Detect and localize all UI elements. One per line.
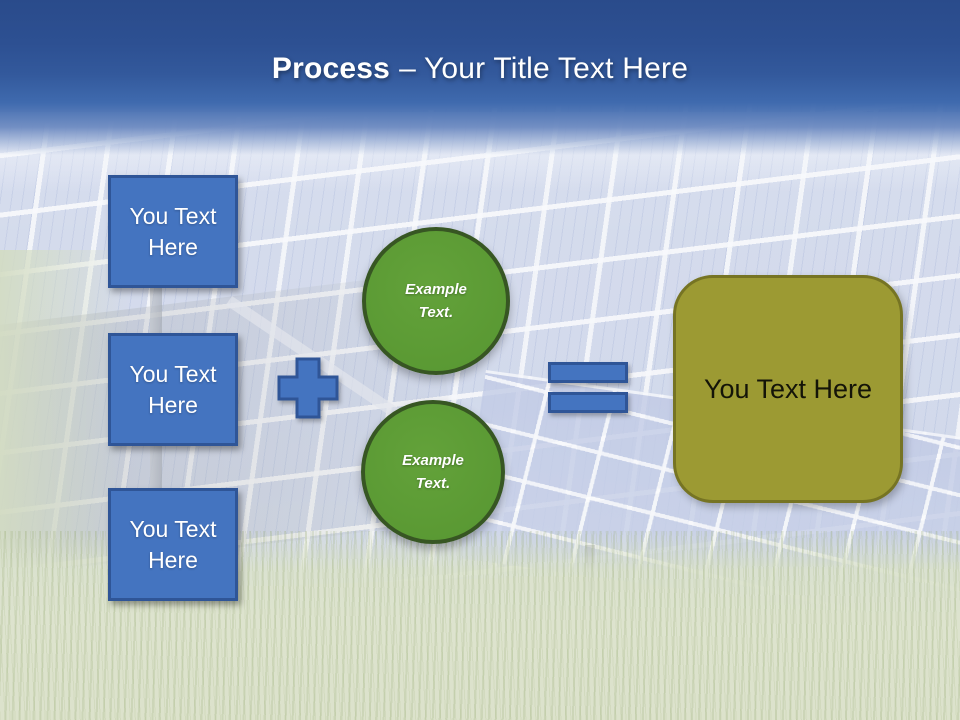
result-box[interactable]: You Text Here bbox=[673, 275, 903, 503]
slide-title-emphasis: Process bbox=[271, 52, 391, 85]
slide-title: Process– Your Title Text Here bbox=[0, 52, 960, 86]
result-box-label: You Text Here bbox=[703, 373, 873, 404]
example-circle-1[interactable]: Example Text. bbox=[362, 227, 510, 375]
plus-shape bbox=[277, 357, 339, 419]
equals-icon[interactable] bbox=[548, 362, 628, 413]
example-circle-2[interactable]: Example Text. bbox=[361, 400, 505, 544]
plus-icon[interactable] bbox=[277, 357, 339, 419]
example-circle-2-label: Example Text. bbox=[402, 451, 464, 492]
input-box-1-label: You Text Here bbox=[129, 203, 217, 260]
example-circle-1-label: Example Text. bbox=[405, 280, 467, 321]
equals-shape bbox=[548, 362, 628, 413]
input-box-1[interactable]: You Text Here bbox=[108, 175, 238, 288]
input-box-2[interactable]: You Text Here bbox=[108, 333, 238, 446]
input-box-2-label: You Text Here bbox=[129, 361, 217, 418]
input-box-3[interactable]: You Text Here bbox=[108, 488, 238, 601]
slide-title-rest: – Your Title Text Here bbox=[399, 52, 689, 85]
input-box-3-label: You Text Here bbox=[129, 516, 217, 573]
title-band bbox=[0, 0, 960, 155]
